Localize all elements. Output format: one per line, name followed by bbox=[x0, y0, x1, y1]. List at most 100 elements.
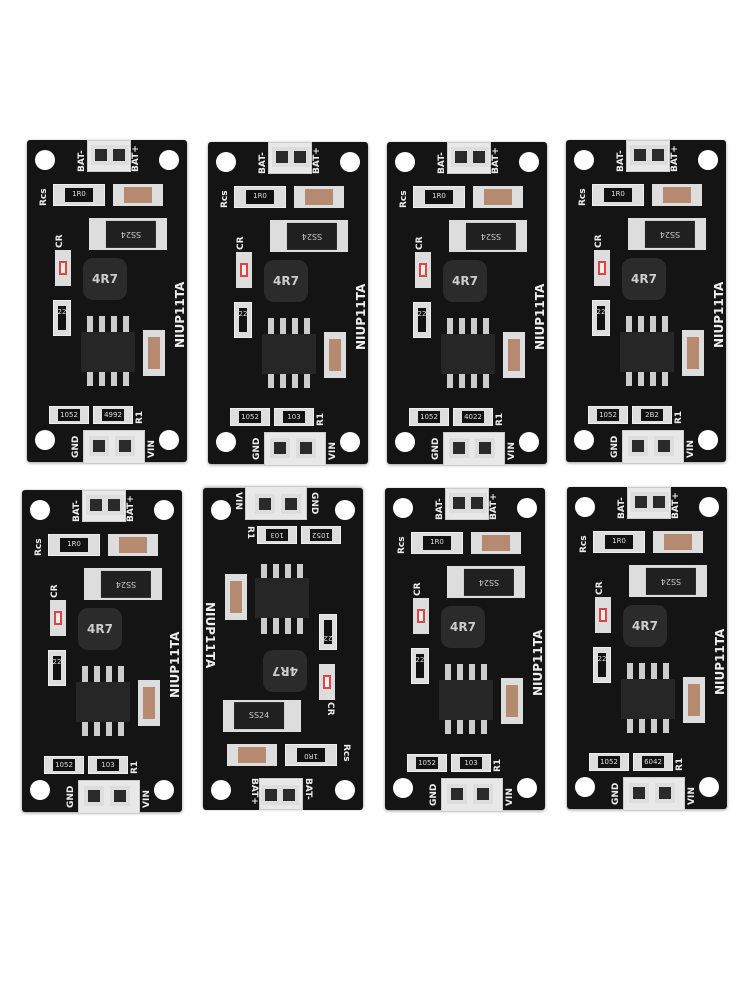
ic-pin bbox=[483, 318, 489, 334]
rcs-value: 1R0 bbox=[246, 190, 274, 204]
ic-pin bbox=[268, 372, 274, 388]
ic-pin bbox=[457, 664, 463, 680]
resistor-r1-value: 4992 bbox=[102, 409, 124, 421]
r1-label: R1 bbox=[495, 412, 505, 426]
resistor-222: 222 bbox=[234, 302, 252, 338]
pad-bat-plus bbox=[104, 495, 124, 515]
rcs-label: Rcs bbox=[34, 538, 44, 556]
resistor-left: 1052 bbox=[44, 756, 84, 774]
ic-pin bbox=[651, 717, 657, 733]
resistor-left: 1052 bbox=[49, 406, 89, 424]
rcs-value: 1R0 bbox=[297, 748, 325, 762]
rcs-value: 1R0 bbox=[423, 536, 451, 550]
resistor-left: 1052 bbox=[301, 526, 341, 544]
capacitor-right bbox=[503, 332, 525, 378]
cr-label: CR bbox=[325, 702, 335, 716]
resistor-222-value: 222 bbox=[596, 306, 610, 330]
mounting-hole bbox=[211, 500, 231, 520]
resistor-222-value: 222 bbox=[415, 654, 429, 678]
controller-ic bbox=[76, 682, 130, 722]
rcs-value: 1R0 bbox=[60, 538, 88, 552]
capacitor-body bbox=[119, 537, 147, 553]
mounting-hole bbox=[395, 432, 415, 452]
pad-gnd bbox=[628, 436, 648, 456]
resistor-left: 1052 bbox=[588, 406, 628, 424]
ic-pin bbox=[106, 720, 112, 736]
bat-minus-label: BAT- bbox=[303, 778, 313, 800]
ic-pin bbox=[292, 372, 298, 388]
resistor-222-value: 222 bbox=[238, 308, 252, 332]
ic-pin bbox=[285, 618, 291, 634]
ic-pin bbox=[445, 664, 451, 680]
vin-label: VIN bbox=[233, 492, 243, 510]
mounting-hole bbox=[699, 777, 719, 797]
inductor: 4R7 bbox=[441, 606, 485, 648]
inductor: 4R7 bbox=[83, 258, 127, 300]
part-number: NIUP11TA bbox=[531, 629, 545, 696]
mounting-hole bbox=[216, 152, 236, 172]
capacitor-right bbox=[682, 330, 704, 376]
led-body bbox=[323, 674, 331, 690]
mounting-hole bbox=[340, 432, 360, 452]
rcs-resistor: 1R0 bbox=[413, 186, 465, 208]
pad-bat-minus bbox=[631, 492, 651, 512]
resistor-222-value: 222 bbox=[417, 308, 431, 332]
rcs-label: Rcs bbox=[579, 535, 589, 553]
resistor-222: 222 bbox=[411, 648, 429, 684]
resistor-r1-value: 103 bbox=[460, 757, 482, 769]
rcs-resistor: 1R0 bbox=[53, 184, 105, 206]
inductor: 4R7 bbox=[263, 650, 307, 692]
ic-pin bbox=[445, 718, 451, 734]
capacitor-body bbox=[484, 189, 512, 205]
rcs-resistor: 1R0 bbox=[411, 532, 463, 554]
resistor-r1: 6042 bbox=[633, 753, 673, 771]
capacitor bbox=[227, 744, 277, 766]
mounting-hole bbox=[393, 778, 413, 798]
resistor-left: 1052 bbox=[230, 408, 270, 426]
inductor: 4R7 bbox=[443, 260, 487, 302]
ic-pin bbox=[304, 318, 310, 334]
pad-bat-minus bbox=[451, 147, 471, 167]
rcs-value: 1R0 bbox=[604, 188, 632, 202]
capacitor bbox=[108, 534, 158, 556]
cr-label: CR bbox=[413, 582, 423, 596]
charge-led bbox=[413, 598, 429, 634]
ic-pin bbox=[459, 318, 465, 334]
controller-ic bbox=[255, 578, 309, 618]
capacitor-right bbox=[143, 330, 165, 376]
pad-gnd bbox=[629, 783, 649, 803]
ic-pin bbox=[481, 718, 487, 734]
part-number: NIUP11TA bbox=[354, 283, 368, 350]
ic-pin bbox=[627, 717, 633, 733]
resistor-222: 222 bbox=[593, 647, 611, 683]
led-body bbox=[417, 608, 425, 624]
resistor-left-value: 1052 bbox=[418, 411, 440, 423]
capacitor-body bbox=[238, 747, 266, 763]
diode-marking: SS24 bbox=[464, 568, 515, 596]
diode: SS24 bbox=[447, 566, 525, 598]
diode-marking: SS24 bbox=[645, 220, 696, 248]
resistor-r1-value: 103 bbox=[97, 759, 119, 771]
ic-pin bbox=[123, 370, 129, 386]
pad-bat-minus bbox=[86, 495, 106, 515]
ic-pin bbox=[469, 718, 475, 734]
r1-label: R1 bbox=[245, 526, 255, 540]
capacitor-body bbox=[687, 683, 701, 717]
ic-pin bbox=[94, 666, 100, 682]
ic-pin bbox=[639, 717, 645, 733]
rcs-resistor: 1R0 bbox=[593, 531, 645, 553]
capacitor-body bbox=[482, 535, 510, 551]
capacitor bbox=[653, 531, 703, 553]
ic-pin bbox=[118, 720, 124, 736]
pad-bat-minus bbox=[630, 145, 650, 165]
resistor-left-value: 1052 bbox=[598, 756, 620, 768]
mounting-hole bbox=[519, 152, 539, 172]
mounting-hole bbox=[35, 150, 55, 170]
ic-pin bbox=[650, 370, 656, 386]
capacitor bbox=[652, 184, 702, 206]
ic-pin bbox=[304, 372, 310, 388]
rcs-resistor: 1R0 bbox=[285, 744, 337, 766]
